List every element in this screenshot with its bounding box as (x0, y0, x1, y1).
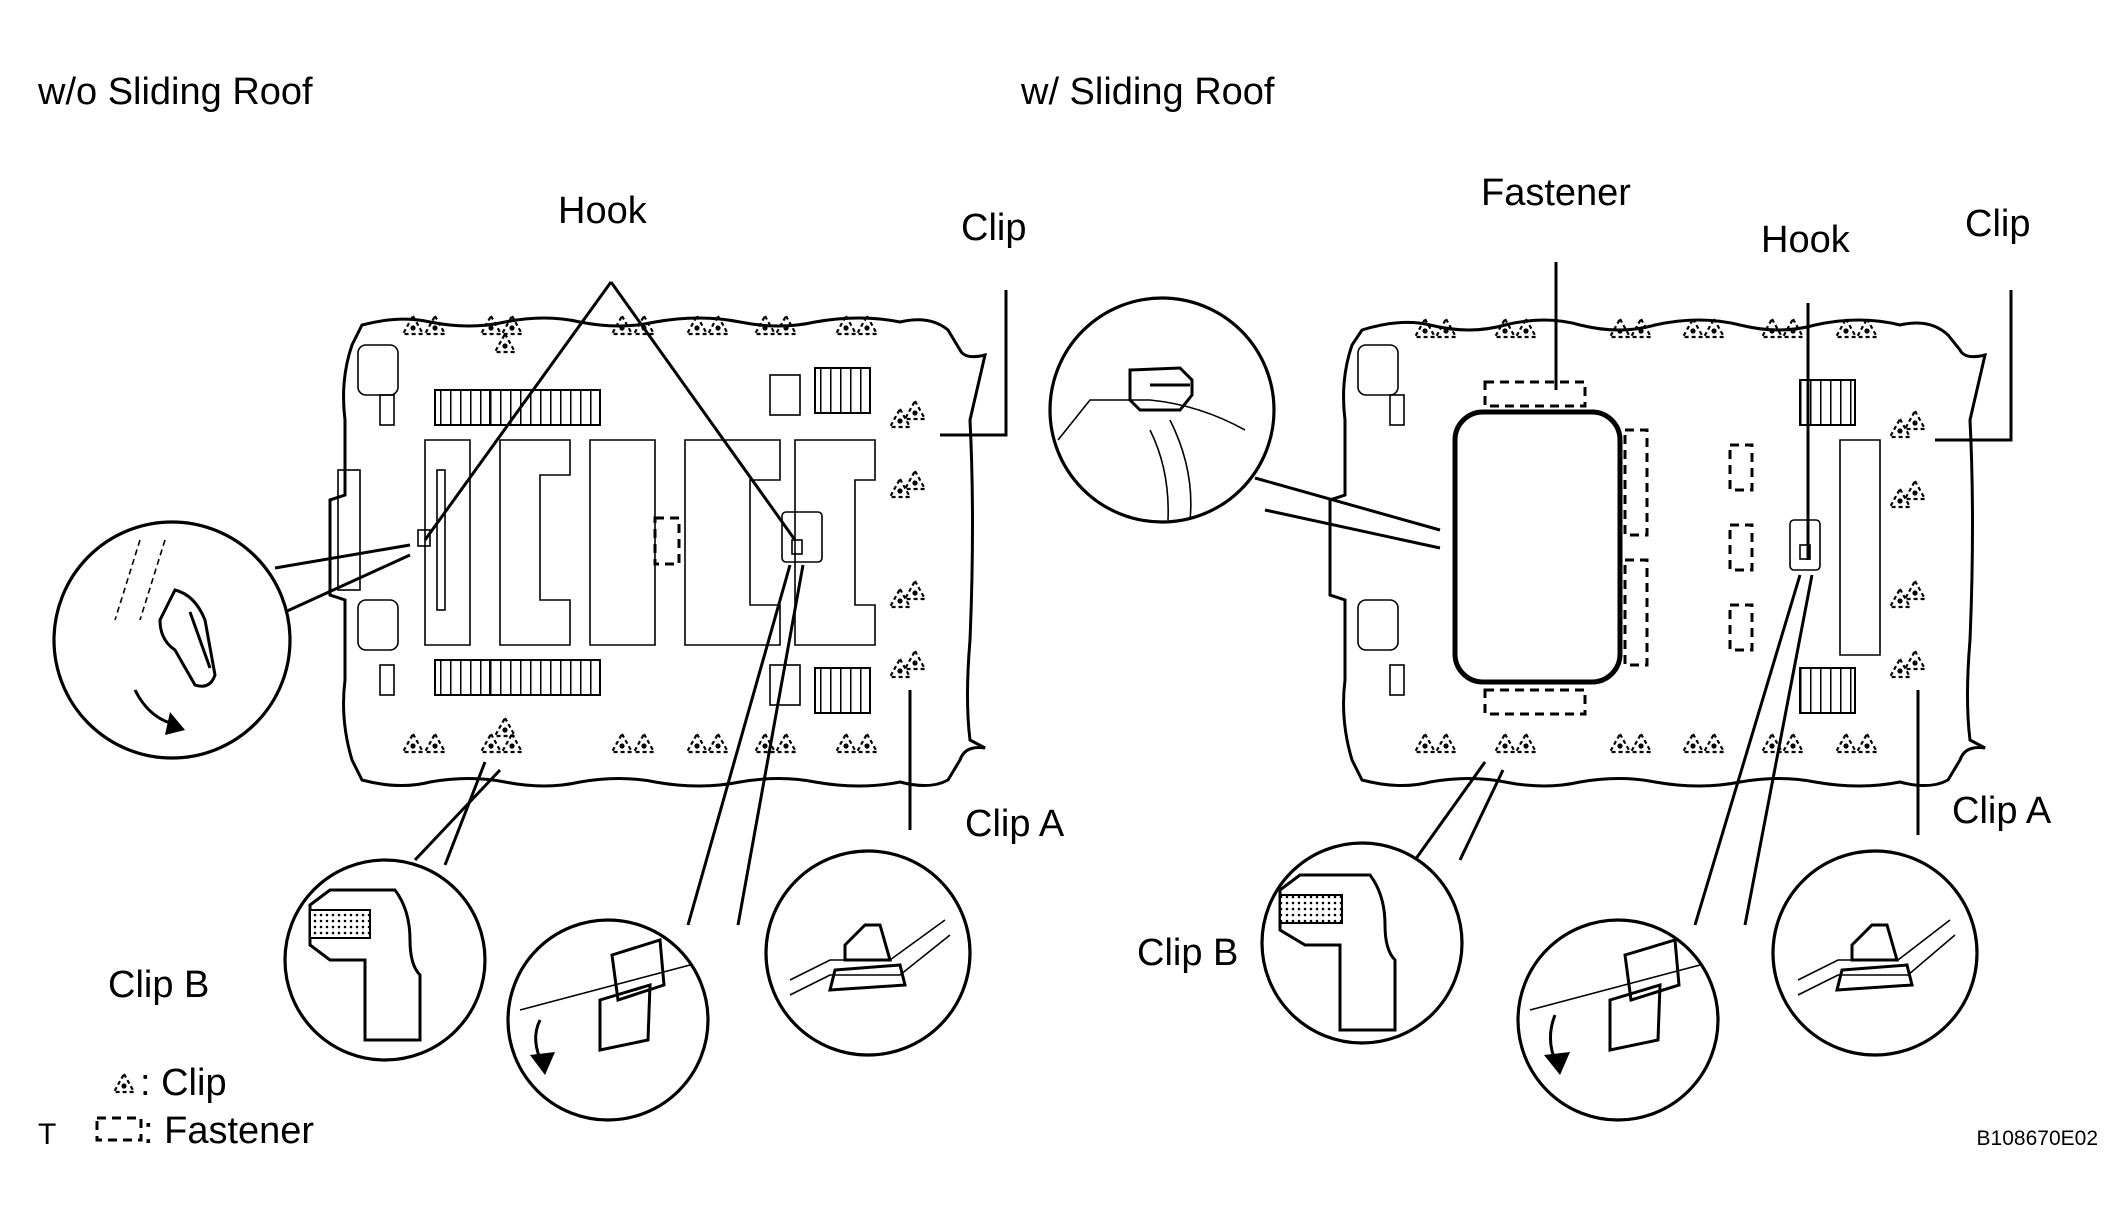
left-hook-label: Hook (558, 190, 648, 232)
left-clip-b-detail-circle (283, 858, 487, 1062)
figure-id: B108670E02 (1977, 1127, 2098, 1150)
right-leader-lines (1254, 262, 2013, 926)
legend-fastener-text: : Fastener (143, 1110, 314, 1152)
right-clip-b-detail-circle (1260, 841, 1464, 1045)
left-headliner (328, 314, 988, 788)
right-clip-label: Clip (1965, 203, 2030, 245)
legend: : Clip T : Fastener (38, 1062, 314, 1152)
right-panel-title: w/ Sliding Roof (1020, 71, 1275, 113)
right-hook-label: Hook (1761, 219, 1851, 261)
left-clip-a-detail-circle (764, 849, 972, 1057)
left-hook-b-detail-circle (506, 918, 710, 1122)
left-clip-label: Clip (961, 207, 1026, 249)
right-hook-b-detail-circle (1516, 918, 1720, 1122)
right-clip-a-label: Clip A (1952, 790, 2052, 832)
right-headliner (1328, 317, 1988, 788)
left-panel-title: w/o Sliding Roof (37, 71, 313, 113)
clip-legend-icon (112, 1072, 136, 1094)
fastener-legend-icon (95, 1116, 143, 1142)
left-hook-detail-circle (52, 520, 292, 760)
legend-clip-text: : Clip (140, 1062, 227, 1104)
right-clip-b-label: Clip B (1137, 932, 1238, 974)
right-clip-a-detail-circle (1771, 849, 1979, 1057)
left-clip-a-label: Clip A (965, 803, 1065, 845)
left-leader-lines (274, 281, 1008, 926)
legend-marker: T (38, 1118, 56, 1151)
right-fastener-detail-circle (1048, 296, 1276, 524)
right-fastener-label: Fastener (1481, 172, 1631, 214)
left-clip-b-label: Clip B (108, 964, 209, 1006)
